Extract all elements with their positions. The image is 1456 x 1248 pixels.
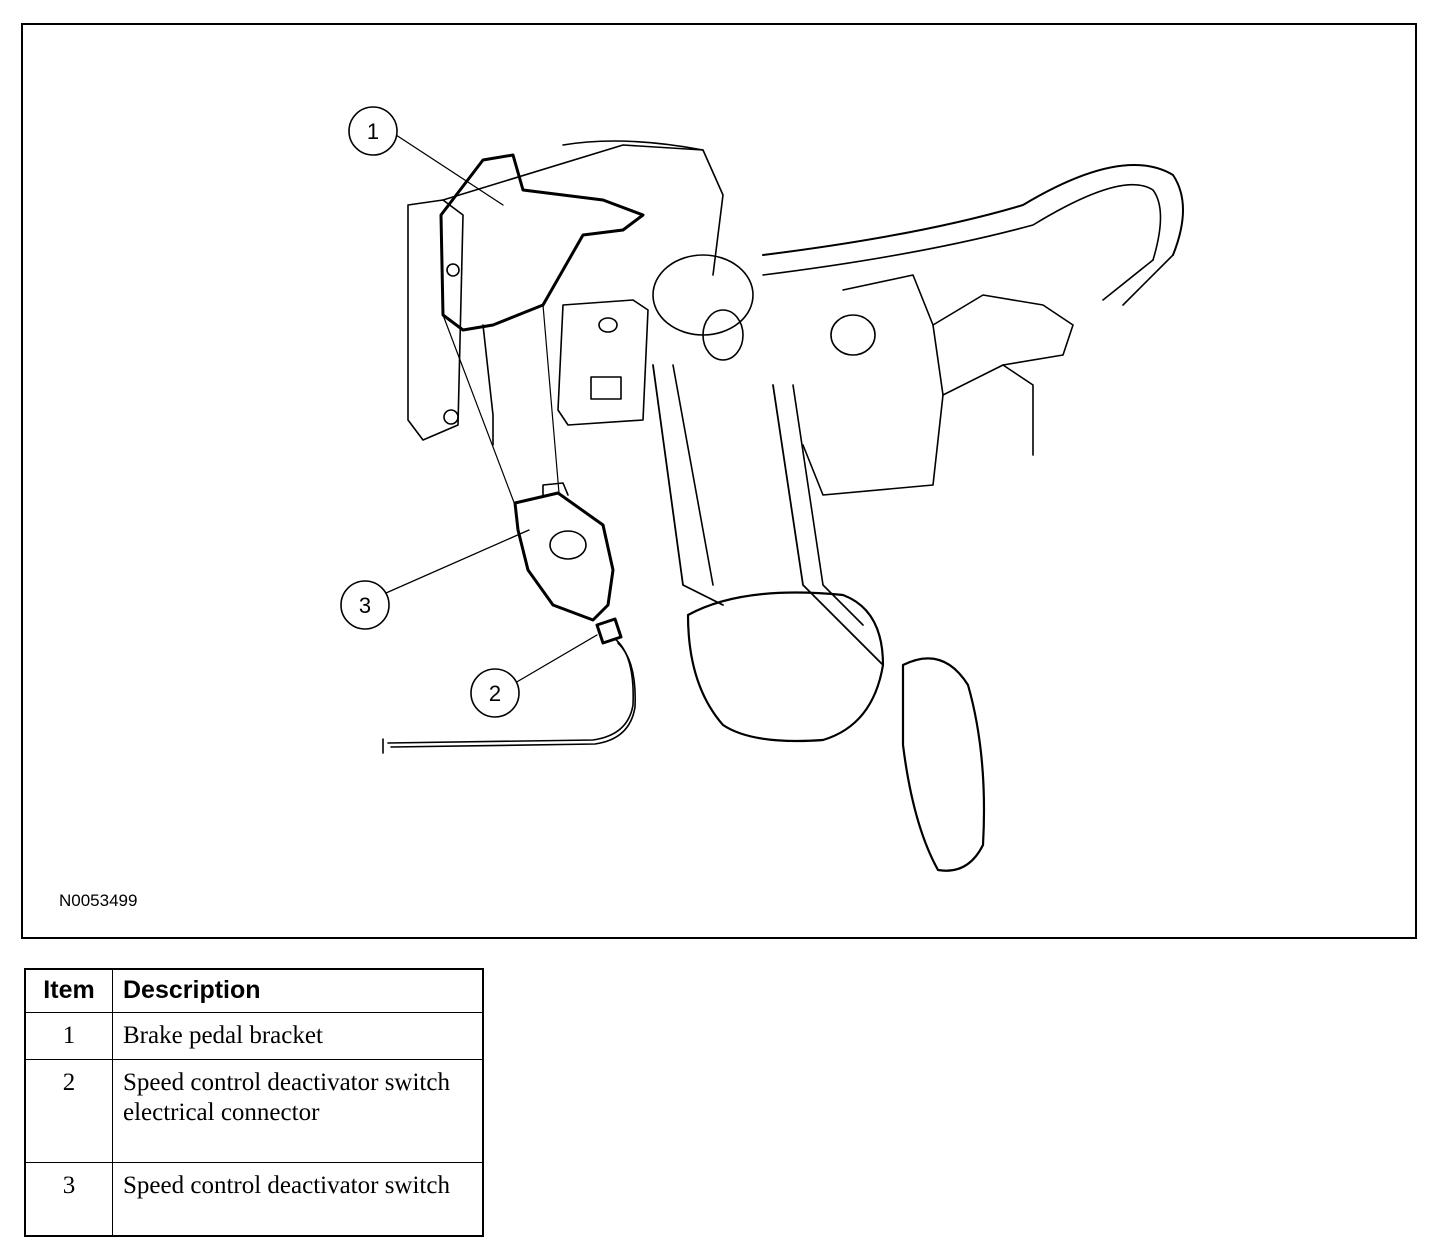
accelerator-pedal-pad bbox=[901, 657, 986, 872]
figure-frame: 1 3 2 N0053499 bbox=[21, 23, 1417, 939]
brake-pedal-bracket bbox=[439, 153, 645, 332]
callout-leader-3 bbox=[385, 529, 530, 594]
callout-3: 3 bbox=[340, 580, 390, 630]
bracket-hole-lower bbox=[443, 409, 459, 425]
item-description: Speed control deactivator switch electri… bbox=[112, 1059, 484, 1163]
callout-1: 1 bbox=[348, 106, 398, 156]
brake-pedal-pad bbox=[686, 591, 885, 743]
speed-control-deactivator-switch bbox=[513, 491, 615, 622]
table-row: 1 Brake pedal bracket bbox=[24, 1012, 484, 1060]
mounting-plate bbox=[407, 199, 464, 441]
callout-leader-2 bbox=[514, 634, 598, 684]
item-number: 2 bbox=[24, 1059, 113, 1163]
switch-mount bbox=[557, 299, 649, 426]
pedal-assembly-illustration: 1 3 2 bbox=[340, 106, 1184, 872]
table-row: 2 Speed control deactivator switch elect… bbox=[24, 1059, 484, 1163]
figure-id: N0053499 bbox=[59, 891, 138, 910]
item-description: Brake pedal bracket bbox=[112, 1012, 484, 1060]
accelerator-pedal-arm bbox=[772, 384, 884, 666]
callout-1-label: 1 bbox=[367, 119, 379, 144]
callout-3-label: 3 bbox=[359, 593, 371, 618]
table-row: 3 Speed control deactivator switch bbox=[24, 1162, 484, 1237]
upper-housing bbox=[442, 144, 724, 276]
callout-2: 2 bbox=[470, 668, 520, 718]
item-number: 1 bbox=[24, 1012, 113, 1060]
legend-header-row: Item Description bbox=[24, 968, 484, 1013]
item-number: 3 bbox=[24, 1162, 113, 1237]
callout-2-label: 2 bbox=[489, 681, 501, 706]
bracket-hole-upper bbox=[446, 263, 460, 277]
header-description: Description bbox=[112, 968, 484, 1013]
legend-table: Item Description 1 Brake pedal bracket 2… bbox=[24, 968, 484, 1237]
item-description: Speed control deactivator switch bbox=[112, 1162, 484, 1237]
brake-pedal-arm bbox=[652, 364, 724, 606]
throttle-linkage bbox=[802, 274, 944, 496]
accelerator-cable bbox=[762, 164, 1184, 256]
callout-leader-1 bbox=[392, 132, 504, 206]
header-item: Item bbox=[24, 968, 113, 1013]
electrical-connector bbox=[595, 617, 623, 645]
